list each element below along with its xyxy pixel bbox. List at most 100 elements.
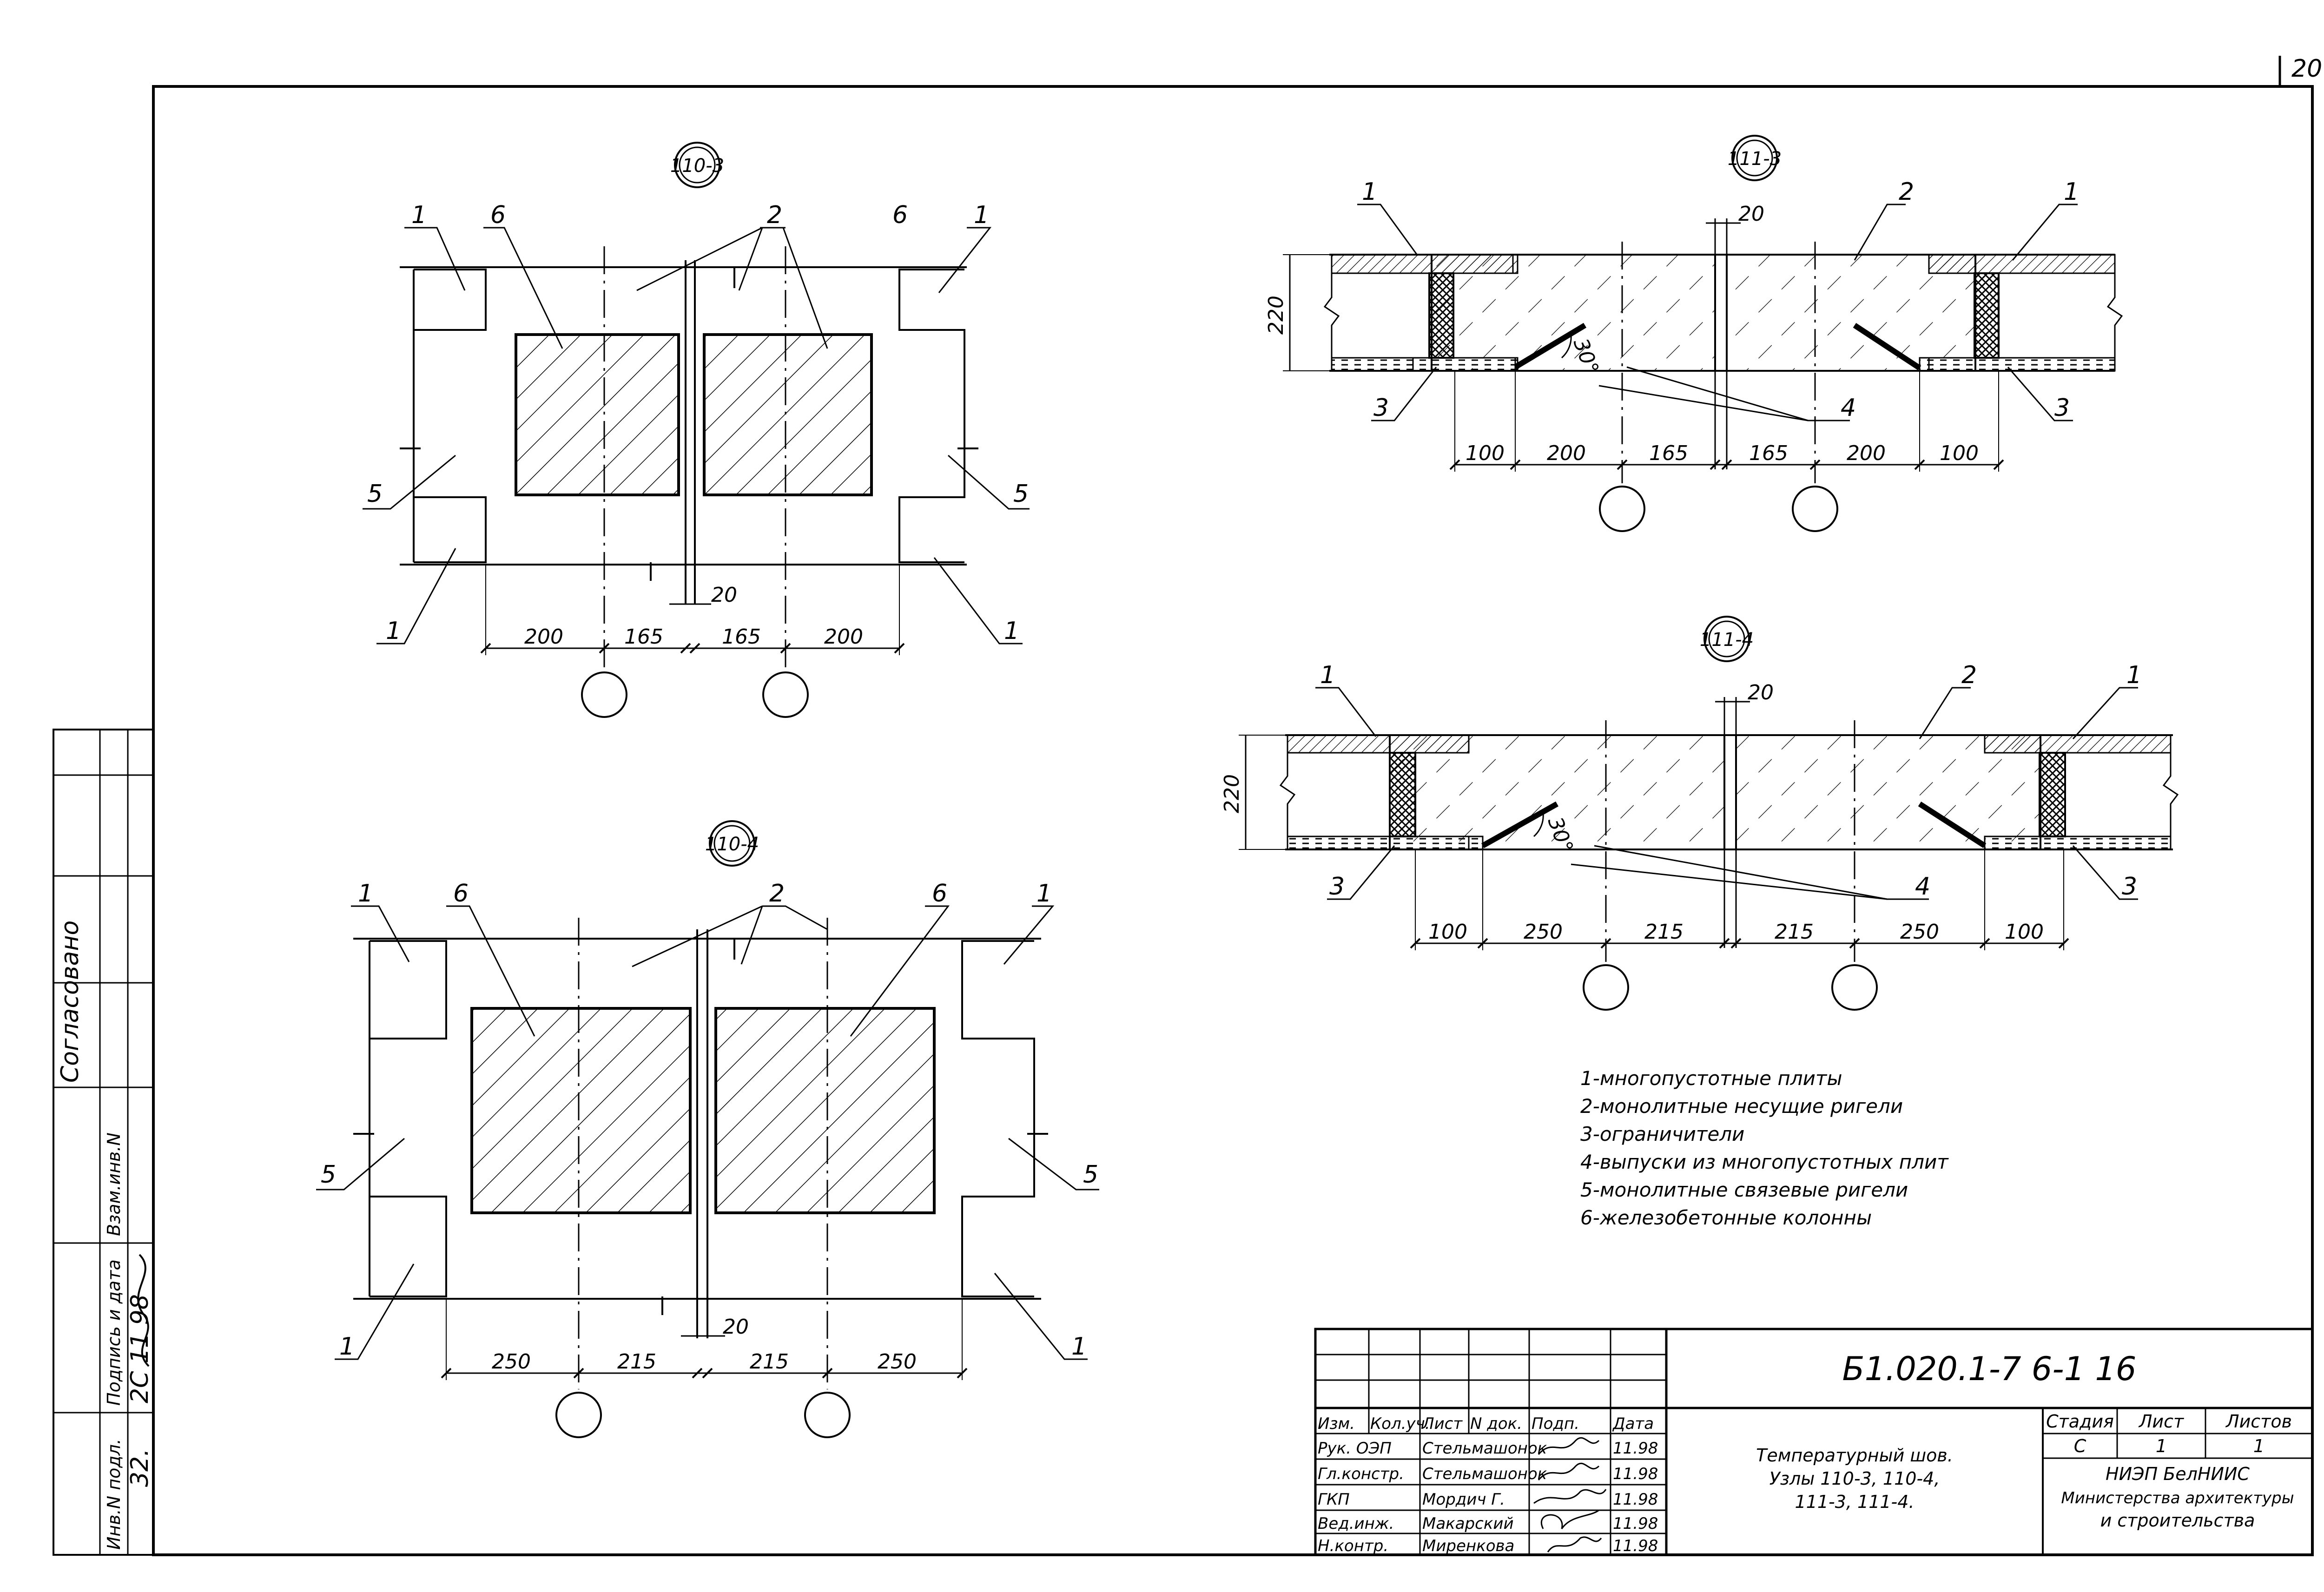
- stopper-left-111-4: [1389, 752, 1416, 837]
- svg-text:100: 100: [1940, 441, 1979, 465]
- svg-text:4: 4: [1841, 394, 1856, 422]
- legend-item-3: 3-ограничители: [1580, 1123, 1744, 1145]
- svg-text:5: 5: [367, 480, 383, 508]
- legend-item-4: 4-выпуски из многопустотных плит: [1580, 1151, 1949, 1173]
- svg-text:Макарский: Макарский: [1422, 1514, 1514, 1533]
- svg-text:111-3: 111-3: [1728, 148, 1782, 170]
- doc-title-line-1: Температурный шов.: [1756, 1445, 1953, 1466]
- svg-text:5: 5: [321, 1161, 336, 1189]
- svg-text:1: 1: [411, 201, 427, 229]
- node-111-4: 111-4 30° 220 20: [1220, 616, 2179, 1011]
- legend-item-1: 1-многопустотные плиты: [1580, 1067, 1842, 1090]
- column-right-110-3: [703, 333, 873, 496]
- stamp-signature: [137, 1254, 150, 1367]
- svg-text:Гл.констр.: Гл.констр.: [1318, 1465, 1404, 1483]
- svg-text:N док.: N док.: [1470, 1414, 1522, 1433]
- svg-text:Вед.инж.: Вед.инж.: [1318, 1514, 1394, 1533]
- svg-text:215: 215: [750, 1350, 789, 1374]
- svg-text:165: 165: [1749, 441, 1788, 465]
- svg-text:Стадия: Стадия: [2046, 1411, 2114, 1432]
- svg-text:220: 220: [1220, 774, 1244, 813]
- stamp-agreed: Согласовано: [56, 921, 84, 1083]
- svg-text:5: 5: [1083, 1161, 1098, 1189]
- legend-item-2: 2-монолитные несущие ригели: [1580, 1095, 1903, 1118]
- svg-text:250: 250: [878, 1350, 917, 1374]
- svg-text:250: 250: [492, 1350, 531, 1374]
- svg-text:4: 4: [1915, 873, 1930, 901]
- svg-text:Стельмашонок: Стельмашонок: [1422, 1439, 1547, 1458]
- svg-text:11.98: 11.98: [1613, 1465, 1658, 1483]
- svg-text:1: 1: [1071, 1333, 1087, 1361]
- svg-text:ГКП: ГКП: [1318, 1490, 1350, 1509]
- column-right-110-4: [714, 1007, 936, 1214]
- svg-text:200: 200: [824, 625, 863, 649]
- signatures: [1533, 1437, 1607, 1553]
- svg-text:2: 2: [769, 880, 785, 908]
- sheet-value: 1: [2156, 1436, 2167, 1456]
- svg-text:100: 100: [1428, 920, 1467, 944]
- svg-text:2: 2: [1899, 178, 1914, 206]
- node-badge-110-4: 110-4: [705, 820, 759, 867]
- sheets-value: 1: [2253, 1436, 2265, 1456]
- svg-text:6: 6: [892, 201, 908, 229]
- svg-text:1: 1: [2126, 661, 2142, 689]
- title-block: Изм. Кол.уч. Лист N док. Подп. Дата Рук.…: [1314, 1328, 2314, 1556]
- stopper-right-111-3: [1974, 272, 2000, 359]
- svg-text:215: 215: [1644, 920, 1684, 944]
- node-badge-111-3: 111-3: [1728, 135, 1782, 181]
- svg-text:1: 1: [339, 1333, 355, 1361]
- svg-text:2: 2: [767, 201, 782, 229]
- org-line-2: Министерства архитектуры: [2061, 1489, 2294, 1507]
- stamp-replace-label: Взам.инв.N: [104, 1132, 124, 1236]
- svg-text:20: 20: [723, 1315, 749, 1339]
- svg-text:220: 220: [1264, 296, 1288, 335]
- svg-text:1: 1: [974, 201, 989, 229]
- svg-text:11.98: 11.98: [1613, 1514, 1658, 1533]
- svg-text:165: 165: [722, 625, 761, 649]
- svg-text:6: 6: [932, 880, 947, 908]
- node-badge-110-3: 110-3: [670, 142, 724, 188]
- svg-text:Н.контр.: Н.контр.: [1318, 1537, 1388, 1555]
- org-line-1: НИЭП БелНИИС: [2106, 1464, 2250, 1484]
- svg-text:Рук. ОЭП: Рук. ОЭП: [1318, 1439, 1392, 1458]
- doc-title-line-2: Узлы 110-3, 110-4,: [1769, 1468, 1940, 1489]
- svg-text:5: 5: [1013, 480, 1029, 508]
- legend-item-5: 5-монолитные связевые ригели: [1580, 1178, 1908, 1201]
- svg-text:6: 6: [453, 880, 469, 908]
- svg-text:3: 3: [2122, 873, 2137, 901]
- svg-text:111-4: 111-4: [1700, 629, 1754, 651]
- svg-text:110-3: 110-3: [670, 155, 724, 177]
- svg-text:20: 20: [1748, 681, 1774, 704]
- svg-text:100: 100: [1466, 441, 1505, 465]
- svg-text:200: 200: [1847, 441, 1886, 465]
- svg-text:11.98: 11.98: [1613, 1490, 1658, 1509]
- org-line-3: и строительства: [2100, 1510, 2255, 1531]
- svg-text:Дата: Дата: [1612, 1414, 1654, 1433]
- svg-text:3: 3: [1329, 873, 1345, 901]
- svg-text:6: 6: [490, 201, 506, 229]
- svg-text:1: 1: [1320, 661, 1335, 689]
- svg-text:165: 165: [1649, 441, 1688, 465]
- svg-text:Подп.: Подп.: [1532, 1414, 1579, 1433]
- stamp-sign-date-value: 2С 11 98: [126, 1294, 154, 1403]
- svg-text:1: 1: [386, 617, 401, 645]
- column-left-110-4: [470, 1007, 692, 1214]
- stamp-inv-value: 32.: [126, 1448, 154, 1487]
- svg-text:1: 1: [1037, 880, 1052, 908]
- svg-text:Кол.уч.: Кол.уч.: [1370, 1414, 1430, 1433]
- svg-text:3: 3: [2054, 394, 2070, 422]
- svg-text:100: 100: [2005, 920, 2044, 944]
- side-stamp: Согласовано Взам.инв.N Подпись и дата Ин…: [53, 729, 154, 1556]
- svg-text:1: 1: [1362, 178, 1377, 206]
- svg-text:215: 215: [617, 1350, 656, 1374]
- column-left-110-3: [515, 333, 680, 496]
- stamp-inv-label: Инв.N подл.: [104, 1439, 124, 1550]
- node-111-3: 111-3 30° 220: [1264, 135, 2123, 532]
- svg-text:20: 20: [1738, 202, 1764, 226]
- legend: 1-многопустотные плиты 2-монолитные несу…: [1580, 1067, 1949, 1229]
- svg-text:20: 20: [711, 583, 737, 607]
- svg-text:165: 165: [624, 625, 663, 649]
- svg-text:250: 250: [1900, 920, 1939, 944]
- legend-item-6: 6-железобетонные колонны: [1580, 1206, 1872, 1229]
